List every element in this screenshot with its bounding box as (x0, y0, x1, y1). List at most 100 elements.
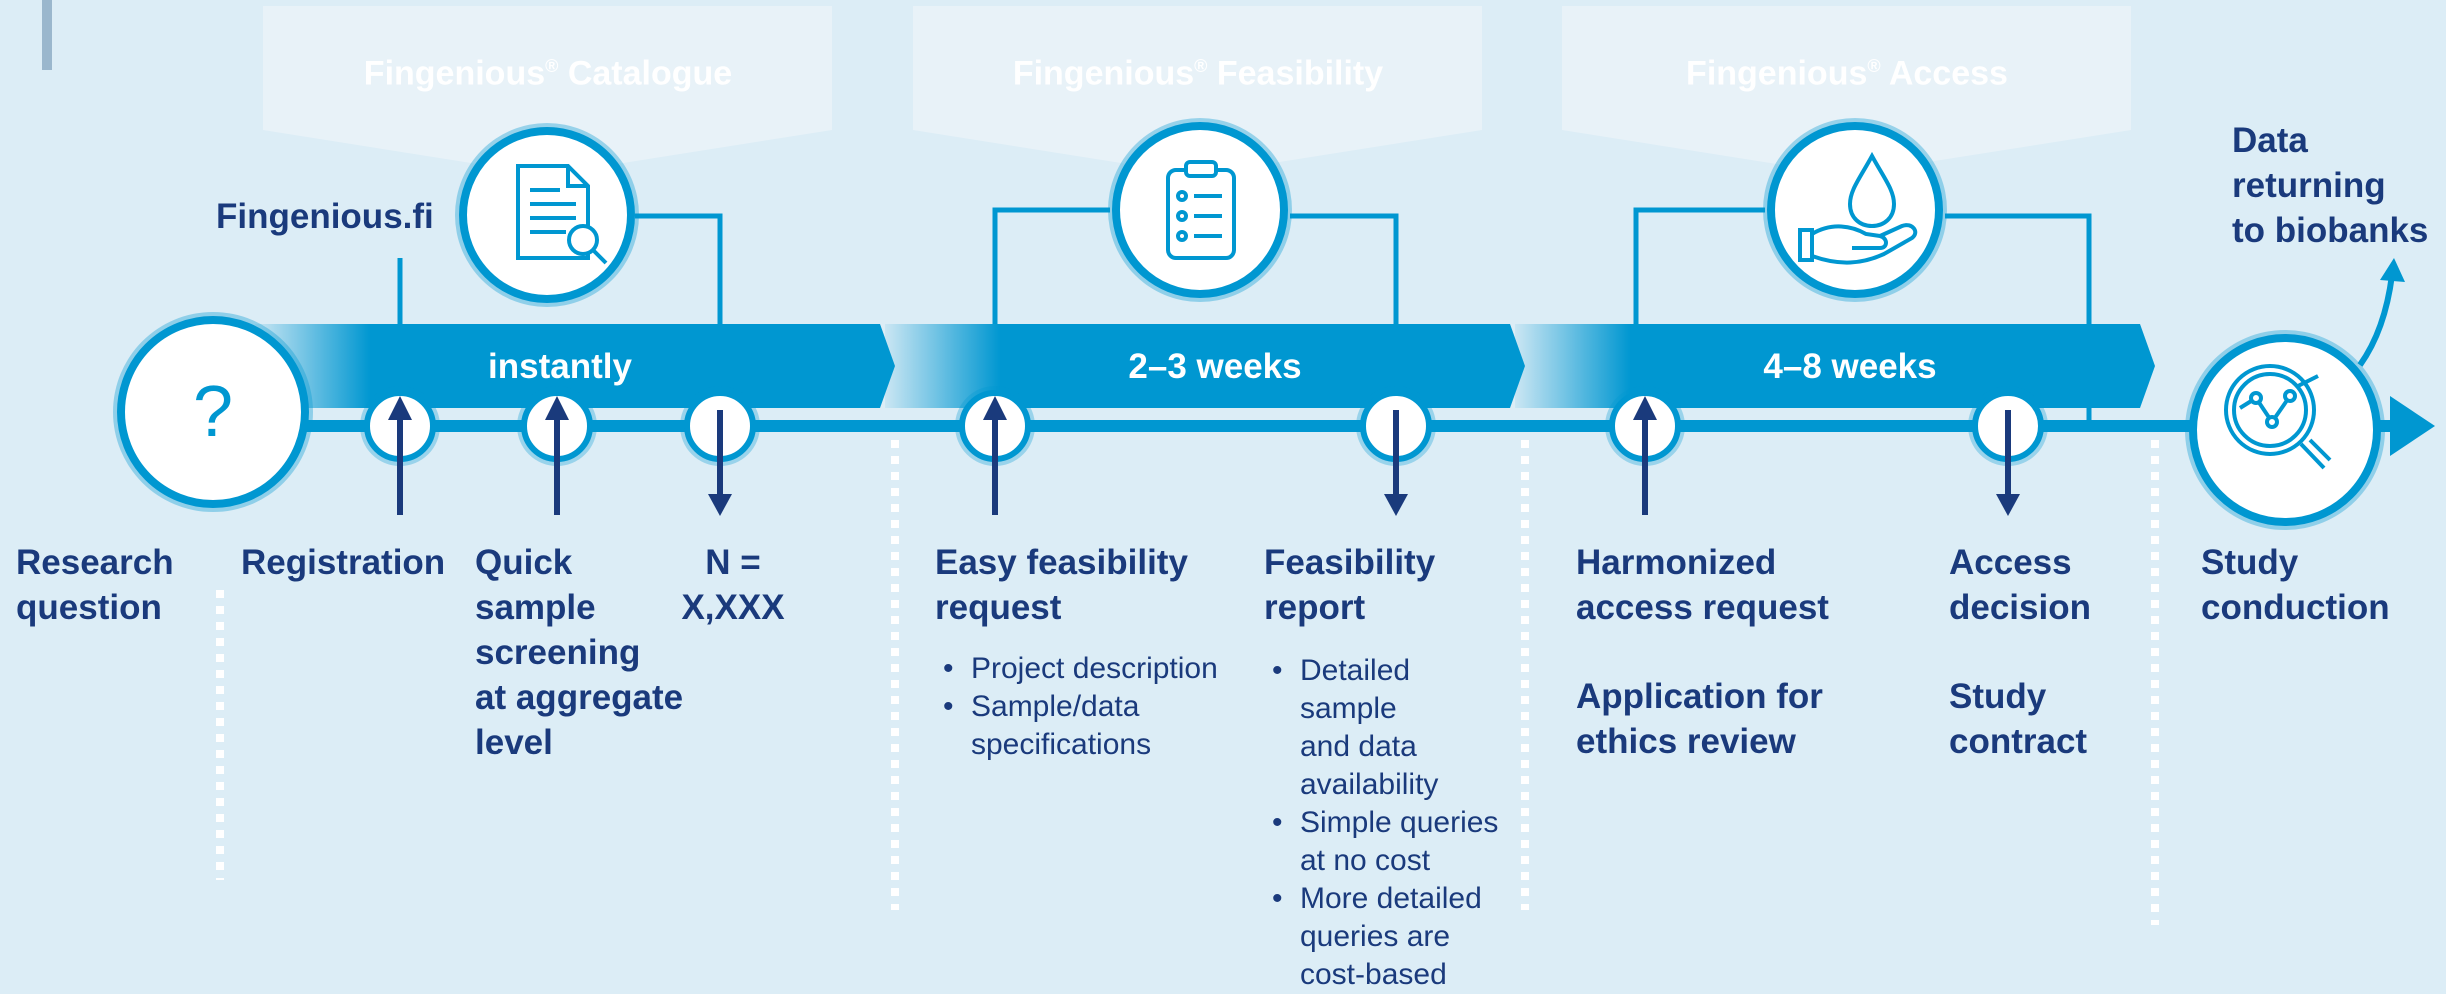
feasibility-report-line: Feasibility (1264, 543, 1436, 582)
bullet-item: Simple queries at no cost (1266, 804, 1526, 880)
bullet-line: Project description (971, 652, 1218, 685)
screening-line: at aggregate (475, 678, 684, 717)
timeline-arrowhead (2390, 396, 2435, 456)
registration-label: Registration (241, 540, 445, 585)
band-2-3-weeks (885, 324, 1525, 408)
registration-marker (360, 386, 440, 515)
feasibility-panel (913, 6, 1482, 175)
access-connectors (1633, 207, 2092, 430)
research-question-line: question (16, 588, 162, 627)
feasibility-connectors (992, 207, 1399, 324)
data-return-line: to biobanks (2232, 211, 2429, 250)
duration-instantly: instantly (488, 347, 632, 386)
bullet-line: Sample/data (971, 690, 1140, 723)
sample-count-line: X,XXX (681, 588, 785, 627)
bullet-item: Detailed sample and data availability (1266, 652, 1526, 804)
analytics-magnifier-icon (2224, 364, 2332, 470)
feasibility-report-line: report (1264, 588, 1366, 627)
bullet-item: Project description (937, 650, 1267, 688)
ethics-application-label: Application for ethics review (1576, 674, 1823, 764)
screening-marker (517, 386, 597, 515)
screening-line: Quick (475, 543, 573, 582)
start-node (113, 312, 313, 512)
access-request-label: Harmonized access request (1576, 540, 1829, 630)
registration-line: Registration (241, 543, 446, 582)
sample-count-line: N = (705, 543, 761, 582)
access-tool-mark: ® (1867, 56, 1881, 76)
sample-count-marker (680, 386, 760, 516)
catalogue-tool-suffix: Catalogue (567, 54, 733, 93)
website-link[interactable]: Fingenious.fi (216, 197, 434, 236)
bullet-line: Simple queries (1300, 806, 1499, 839)
access-tool-name: Fingenious (1686, 54, 1868, 93)
data-return-label: Data returning to biobanks (2232, 118, 2428, 253)
access-request-line: access request (1576, 588, 1829, 627)
bullet-line: sample (1300, 692, 1397, 725)
feasibility-request-line: Easy feasibility (935, 543, 1188, 582)
access-decision-marker (1968, 386, 2048, 516)
screening-line: sample (475, 588, 596, 627)
duration-2-3-weeks: 2–3 weeks (1128, 347, 1302, 386)
catalogue-connectors (397, 213, 723, 324)
band-4-8-weeks (1515, 324, 2155, 408)
bullet-line: More detailed (1300, 882, 1482, 915)
access-icon-node (1763, 118, 1947, 302)
catalogue-tool-mark: ® (545, 56, 559, 76)
catalogue-icon-node (455, 123, 639, 307)
return-arrowhead (2380, 258, 2405, 282)
ethics-application-line: Application for (1576, 677, 1823, 716)
data-return-line: Data (2232, 121, 2308, 160)
data-return-line: returning (2232, 166, 2386, 205)
feasibility-report-label: Feasibility report (1264, 540, 1435, 630)
feasibility-request-marker-arrowhead (983, 396, 1007, 420)
study-icon-node (2185, 330, 2385, 530)
question-mark: ? (193, 372, 233, 452)
bullet-line: queries are (1300, 920, 1451, 953)
feasibility-request-marker (955, 386, 1035, 515)
ethics-application-line: ethics review (1576, 722, 1796, 761)
bullet-line: specifications (971, 728, 1152, 761)
research-question-line: Research (16, 543, 174, 582)
access-panel (1562, 6, 2131, 175)
screening-marker-arrowhead (545, 396, 569, 420)
feasibility-report-bullets: Detailed sample and data availability Si… (1266, 652, 1526, 994)
bullet-line: availability (1300, 768, 1439, 801)
catalogue-panel (263, 6, 832, 175)
bullet-line: Detailed (1300, 654, 1411, 687)
screening-line: screening (475, 633, 641, 672)
study-conduction-line: conduction (2201, 588, 2390, 627)
document-search-icon (516, 164, 608, 265)
screening-label: Quick sample screening at aggregate leve… (475, 540, 683, 765)
access-request-line: Harmonized (1576, 543, 1777, 582)
bullet-line: and data (1300, 730, 1417, 763)
access-decision-label: Access decision (1949, 540, 2091, 630)
study-contract-label: Study contract (1949, 674, 2087, 764)
clipboard-checklist-icon (1166, 160, 1236, 260)
duration-4-8-weeks: 4–8 weeks (1763, 347, 1937, 386)
markers (360, 386, 2048, 516)
access-request-marker-arrowhead (1633, 396, 1657, 420)
feasibility-tool-suffix: Feasibility (1216, 54, 1384, 93)
feasibility-request-line: request (935, 588, 1062, 627)
study-contract-line: Study (1949, 677, 2047, 716)
bullet-line: cost-based (1300, 958, 1447, 991)
access-tool-suffix: Access (1888, 54, 2008, 93)
screening-line: level (475, 723, 553, 762)
feasibility-request-bullets: Project description Sample/data specific… (937, 650, 1267, 764)
access-decision-marker-arrowhead (1996, 494, 2020, 516)
feasibility-tool-mark: ® (1194, 56, 1208, 76)
hand-drop-icon (1798, 151, 1918, 265)
sample-count-label: N = X,XXX (668, 540, 798, 630)
bullet-item: More detailed queries are cost-based (1266, 880, 1526, 994)
sample-count-marker-arrowhead (708, 494, 732, 516)
feasibility-tool-label: Fingenious® Feasibility (913, 46, 1483, 93)
access-request-marker (1605, 386, 1685, 515)
study-contract-line: contract (1949, 722, 2088, 761)
study-conduction-label: Study conduction (2201, 540, 2390, 630)
feasibility-icon-node (1108, 118, 1292, 302)
bullet-line: at no cost (1300, 844, 1431, 877)
feasibility-tool-name: Fingenious (1012, 54, 1195, 93)
bullet-item: Sample/data specifications (937, 688, 1267, 764)
